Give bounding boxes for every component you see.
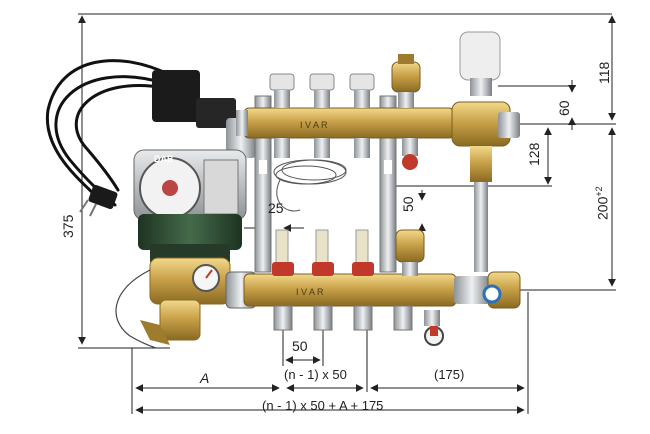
label-top-to-axis: 118: [596, 61, 612, 84]
air-vent-top: [391, 54, 421, 108]
upper-outlets: [274, 138, 370, 158]
label-total-length: (n - 1) x 50 + A + 175: [262, 398, 384, 413]
label-valve-offset: 60: [556, 100, 572, 116]
label-outer-offset: 128: [526, 142, 542, 166]
label-length-mid: (n - 1) x 50: [284, 367, 347, 382]
valve-caps: [269, 73, 375, 108]
thermometer-gauge-icon: [192, 264, 220, 292]
capillary-coil: [273, 159, 347, 212]
flow-manifold-mark: I V A R: [300, 120, 328, 130]
flow-meter: [312, 229, 334, 276]
return-manifold: [243, 271, 521, 309]
flow-meters: [272, 229, 374, 276]
circulation-pump: [133, 149, 247, 262]
valve-cap: [269, 73, 295, 108]
label-outlet-pitch: 50: [292, 338, 308, 354]
label-length-end: (175): [434, 367, 465, 382]
return-manifold-mark: I V A R: [296, 287, 324, 297]
plug-icon: [79, 184, 118, 217]
label-flow-to-return-value: 200: [594, 196, 611, 220]
pump-brand-mark: DAB: [154, 154, 174, 164]
mounting-brackets: [254, 95, 397, 273]
label-flow-to-return: 200+2: [594, 186, 611, 220]
sensor-wire: [115, 269, 157, 349]
air-vent-bottom: [395, 229, 425, 276]
label-meter-offset: 50: [400, 196, 416, 212]
valve-cap: [349, 73, 375, 108]
label-side-offset: 25: [268, 200, 284, 216]
flow-manifold: [236, 107, 455, 139]
flow-meter: [272, 229, 294, 276]
flow-meter: [352, 229, 374, 276]
dimension-lines: [78, 13, 616, 414]
drain-valve-top: [402, 138, 418, 170]
label-flow-to-return-tolerance: +2: [594, 186, 604, 197]
thermostatic-valve: [451, 31, 520, 272]
valve-cap: [309, 73, 335, 108]
label-overall-height: 375: [60, 214, 76, 238]
drain-valve-bottom: [424, 310, 444, 346]
label-length-a: A: [200, 370, 210, 386]
lower-outlets: [273, 305, 413, 331]
